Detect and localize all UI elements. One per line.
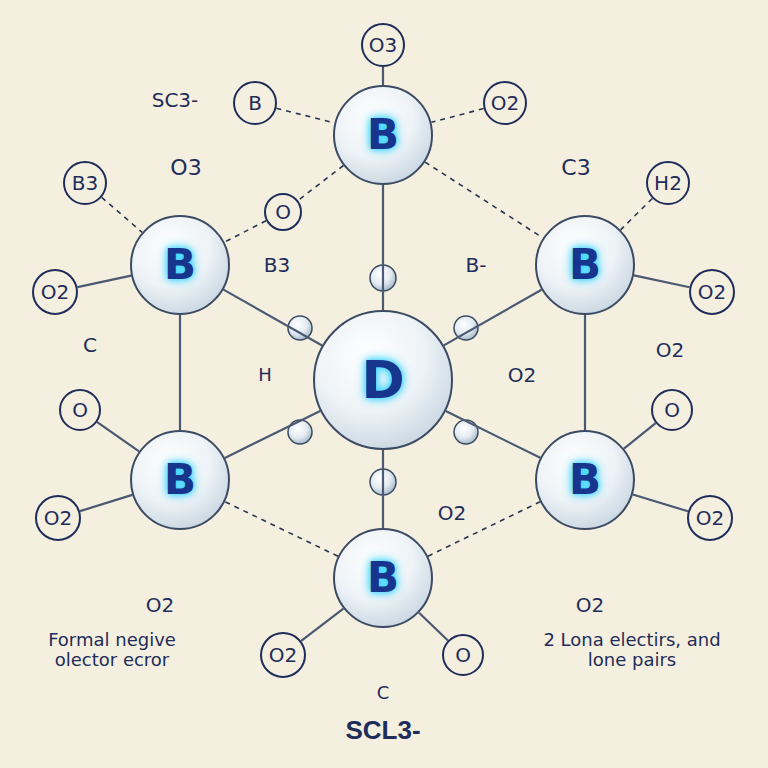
atom-symbol: O2 [41,282,69,302]
atom-label: O2 [654,339,686,361]
atom-circle: O2 [260,632,306,678]
atom-sphere: B [130,430,230,530]
atom-sphere: B [130,215,230,315]
atom-symbol: O2 [696,508,724,528]
atom-circle: B3 [63,161,107,205]
atom-symbol: O [664,400,680,420]
dashed-bond [224,221,266,242]
atom-symbol: H2 [654,173,682,193]
dashed-bond [102,197,142,232]
atom-label: C3 [559,156,592,180]
atom-symbol: B [248,93,262,113]
atom-circle: O [651,389,693,431]
bond-line [444,290,542,346]
note-text: 2 Lona electirs, and lone pairs [520,630,744,670]
bond-line [624,423,656,448]
atom-symbol: O [275,202,291,222]
bond-line [179,315,181,430]
atom-circle: O2 [32,269,78,315]
atom-circle: O3 [361,23,405,67]
atom-circle: O [59,389,101,431]
bond-line [634,275,690,287]
dashed-bond [621,198,653,229]
atom-symbol: D [361,354,404,406]
bond-line [584,315,586,430]
atom-symbol: O [72,400,88,420]
bond-ball [454,420,478,444]
bond-line [419,613,448,641]
bond-line [446,411,540,458]
atom-symbol: O3 [369,35,397,55]
atom-symbol: O2 [44,508,72,528]
atom-label: O2 [144,594,176,616]
bond-line [80,495,132,511]
note-text: Formal negive olector ecror [15,630,209,670]
dashed-bond [298,166,343,201]
atom-circle: O [264,193,302,231]
bond-line [97,422,139,451]
atom-circle: O2 [689,269,735,315]
atom-symbol: O [455,645,471,665]
bond-ball [288,420,312,444]
bond-line [382,450,384,528]
formula-label: SCL3- [343,716,422,745]
bond-line [224,290,323,346]
atom-sphere: B [535,430,635,530]
atom-label: O2 [506,364,538,386]
atom-symbol: B [569,244,601,286]
atom-sphere: B [535,215,635,315]
bond-line [77,276,131,288]
atom-label: C [81,334,99,356]
atom-sphere: B [333,528,433,628]
atom-label: B3 [262,254,292,276]
atom-circle: O [442,634,484,676]
bond-line [301,609,343,641]
atom-sphere: B [333,85,433,185]
atom-label: C [375,683,392,703]
atom-symbol: B [164,244,196,286]
atom-label: H [256,365,274,385]
atom-symbol: O2 [698,282,726,302]
bond-line [633,495,688,512]
atom-circle: O2 [35,495,81,541]
atom-circle: B [233,81,277,125]
bond-line [382,185,384,310]
dashed-bond [276,108,334,123]
atom-symbol: B [164,459,196,501]
atom-symbol: O2 [269,645,297,665]
atom-circle: H2 [646,161,690,205]
atom-symbol: B [569,459,601,501]
dashed-bond [225,502,338,557]
atom-circle: O2 [687,495,733,541]
atom-sphere: D [313,310,453,450]
atom-label: O2 [574,594,606,616]
bond-line [225,411,320,458]
dashed-bond [431,109,483,123]
atom-circle: O2 [483,81,527,125]
atom-symbol: B [367,114,399,156]
atom-label: SC3- [150,89,201,111]
atom-label: B- [464,254,489,276]
bond-line [382,67,384,85]
dashed-bond [425,162,543,238]
dashed-bond [428,502,540,556]
atom-label: O2 [436,502,468,524]
atom-symbol: O2 [491,93,519,113]
atom-label: O3 [168,156,203,180]
atom-symbol: B [367,557,399,599]
atom-symbol: B3 [72,173,98,193]
